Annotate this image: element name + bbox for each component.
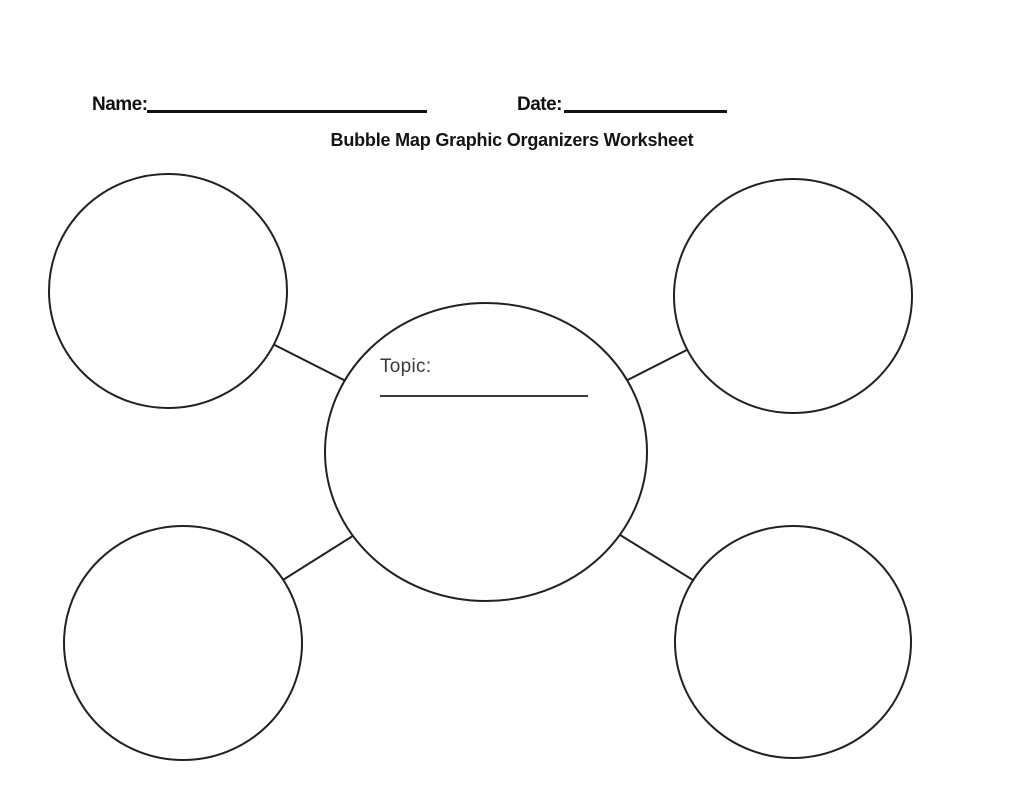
name-blank-line (147, 110, 427, 113)
bubble-top-left (48, 173, 288, 409)
bubble-top-right (673, 178, 913, 414)
bubble-bottom-left (63, 525, 303, 761)
page-title: Bubble Map Graphic Organizers Worksheet (330, 130, 694, 150)
topic-bubble (324, 302, 648, 602)
topic-blank-line (380, 395, 588, 397)
bubble-bottom-right (674, 525, 912, 759)
name-label: Name: (92, 94, 148, 115)
date-label: Date: (517, 94, 563, 115)
topic-label: Topic: (380, 356, 432, 377)
date-blank-line (564, 110, 727, 113)
